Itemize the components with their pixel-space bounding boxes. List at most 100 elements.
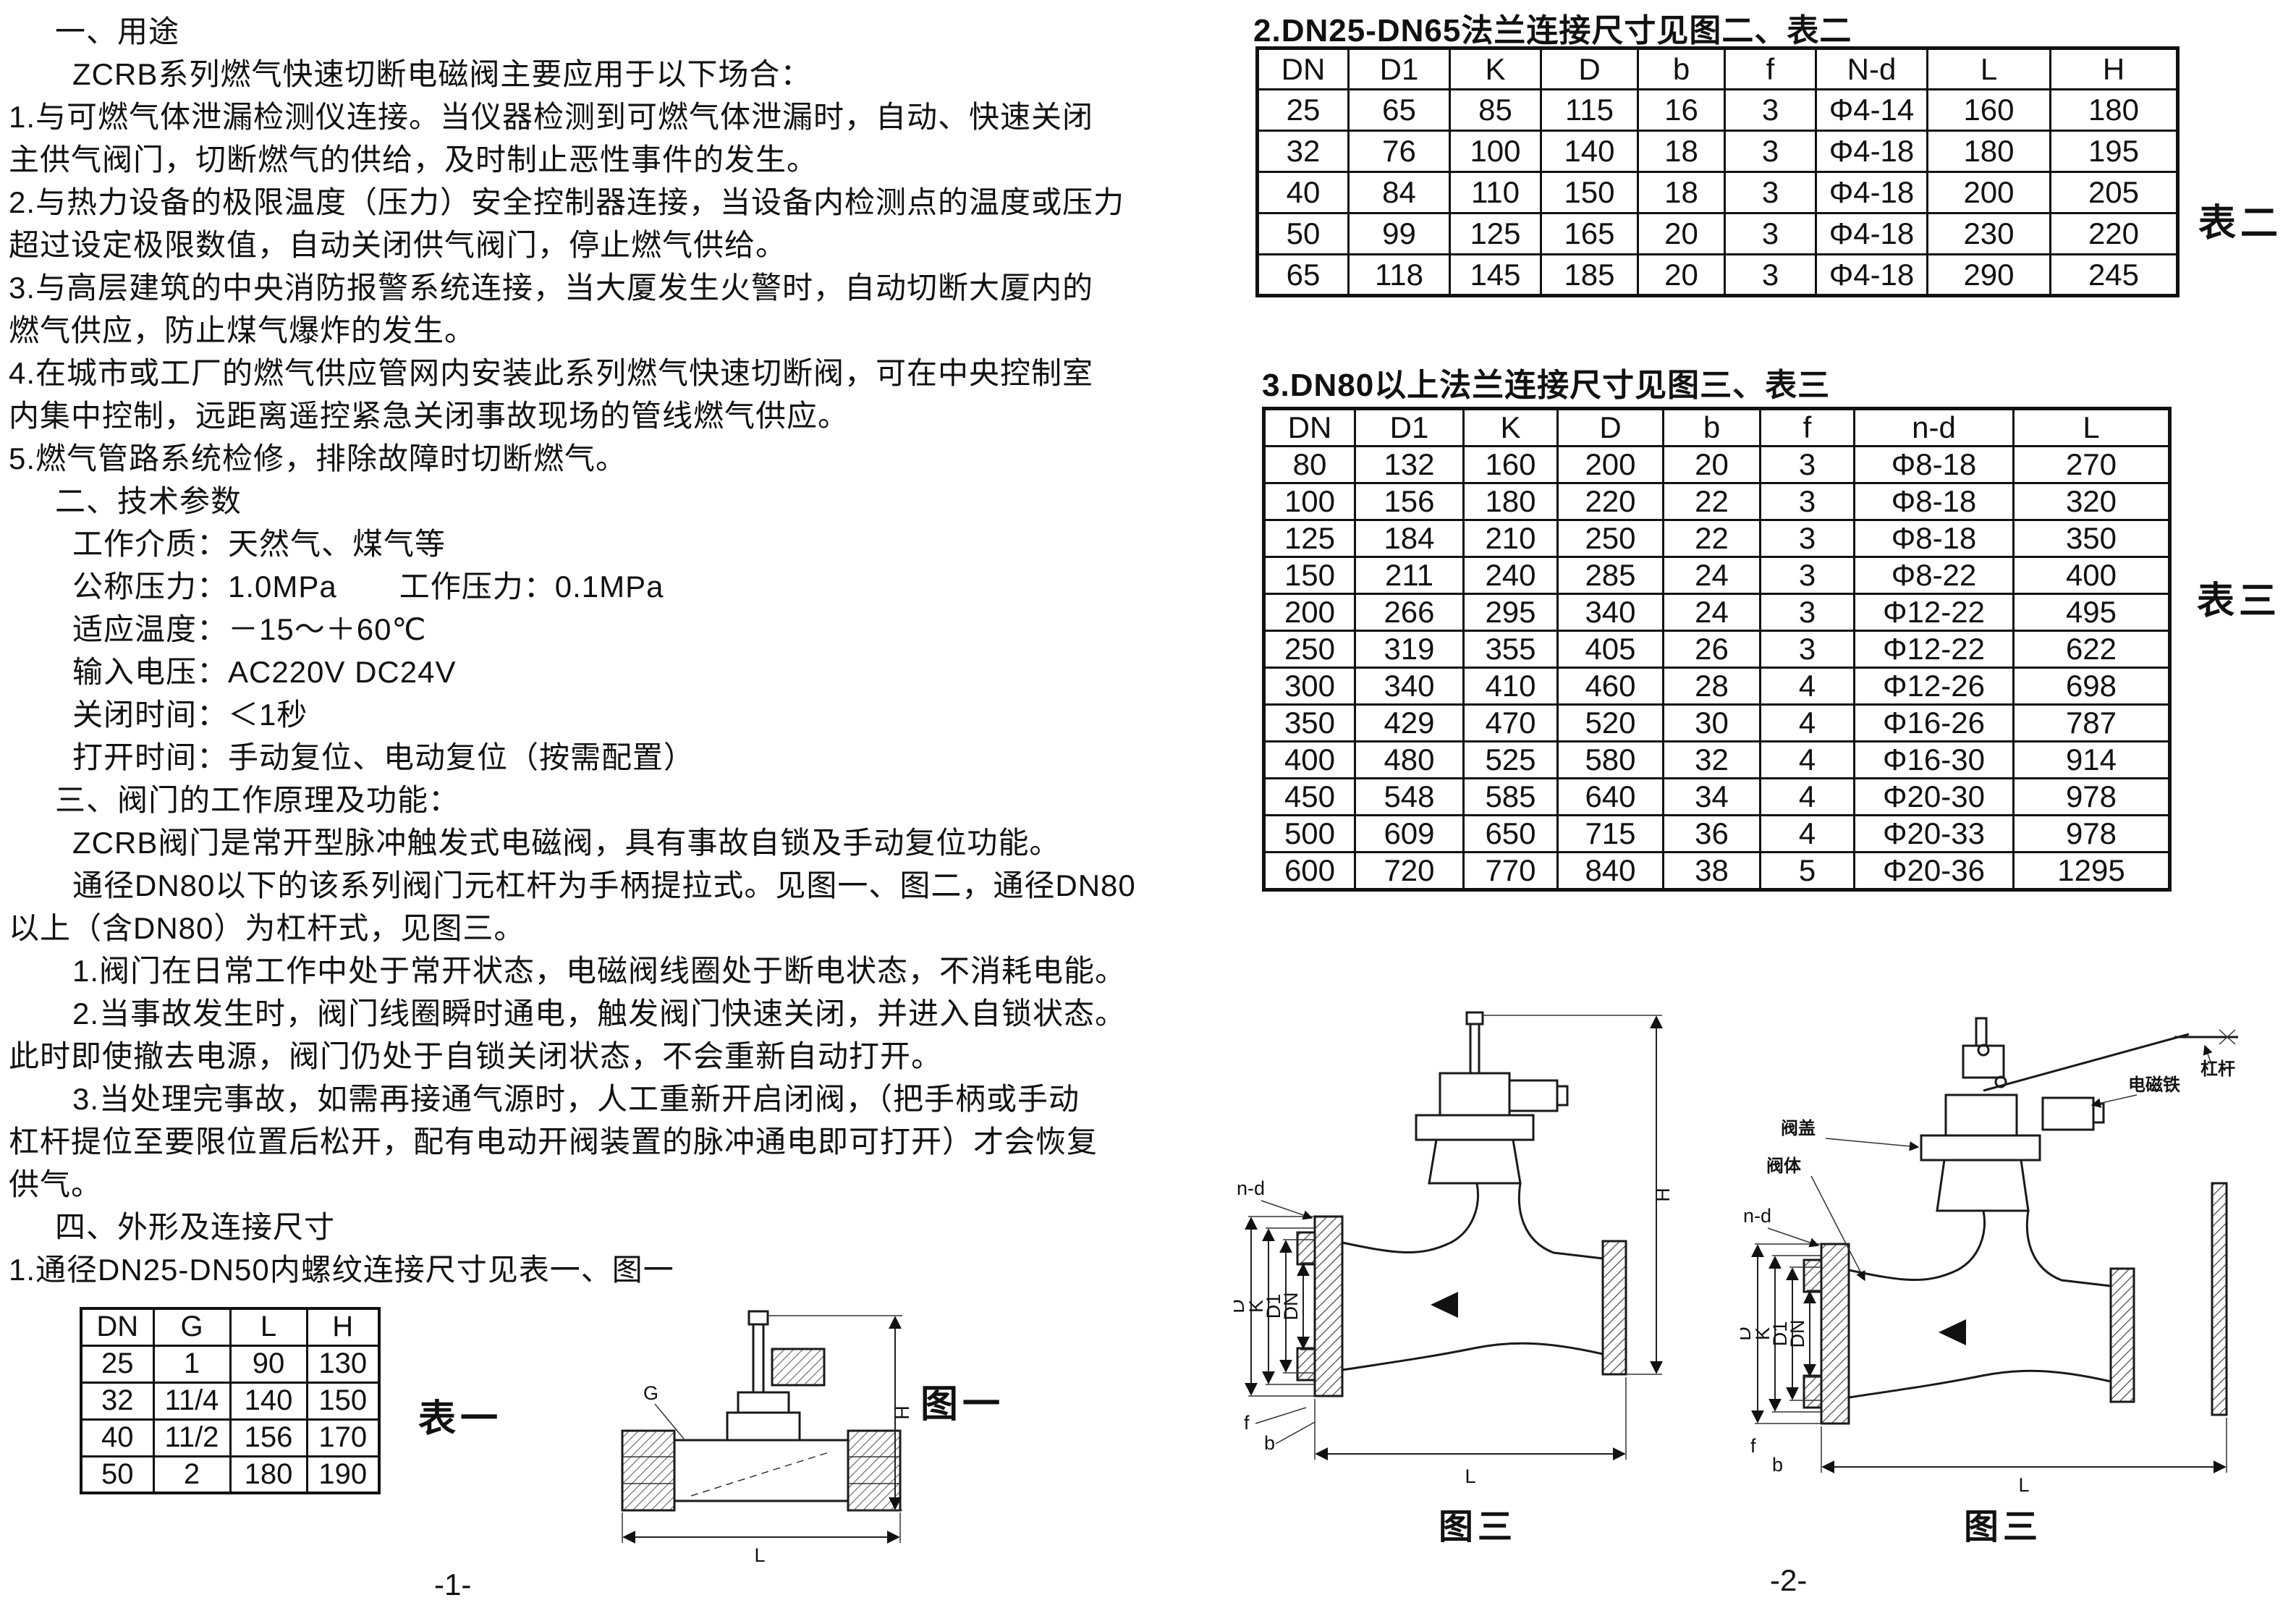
table-cell: 3 bbox=[1724, 171, 1817, 214]
table-cell: 160 bbox=[1462, 445, 1559, 484]
table-cell: 140 bbox=[1540, 130, 1639, 173]
table-cell: 40 bbox=[1256, 171, 1350, 214]
bonnet-flange bbox=[1415, 1114, 1535, 1141]
figure-right-label: 图三 bbox=[1964, 1508, 2043, 1547]
table-cell: Φ4-18 bbox=[1815, 171, 1928, 214]
table-cell: 156 bbox=[229, 1418, 308, 1458]
figure-left-label: 图三 bbox=[1439, 1508, 1517, 1547]
text-line: 杠杆提位至要限位置后松开，配有电动开阀装置的脉冲通电即可打开）才会恢复 bbox=[9, 1125, 1098, 1159]
valve-bonnet bbox=[726, 1411, 801, 1442]
table-cell: 914 bbox=[2012, 740, 2171, 779]
figure-flanged-valve-drawing-right: 电磁铁 杠杆 阀盖 阀体 bbox=[1740, 1017, 2238, 1494]
table-cell: 622 bbox=[2012, 630, 2171, 669]
table-cell: 290 bbox=[1926, 253, 2051, 297]
valve-body bbox=[673, 1439, 850, 1502]
table-cell: 250 bbox=[1556, 519, 1664, 558]
table-cell: 4 bbox=[1759, 777, 1855, 816]
table-cell: 25 bbox=[80, 1344, 155, 1384]
table-cell: 600 bbox=[1263, 851, 1356, 891]
end-flange-view bbox=[2211, 1182, 2228, 1416]
flow-arrow bbox=[1431, 1292, 1458, 1318]
table-cell: 18 bbox=[1637, 171, 1726, 214]
table-cell: 3 bbox=[1724, 212, 1817, 255]
table-cell: 118 bbox=[1347, 253, 1451, 297]
table-cell: 3 bbox=[1724, 253, 1817, 297]
table-cell: 470 bbox=[1462, 703, 1559, 743]
text-line: 2.当事故发生时，阀门线圈瞬时通电，触发阀门快速关闭，并进入自锁状态。 bbox=[72, 997, 1127, 1031]
table-cell: 3 bbox=[1759, 593, 1855, 632]
table-cell: 480 bbox=[1354, 740, 1465, 779]
table-cell: 84 bbox=[1347, 171, 1451, 214]
valve-body-label: 阀体 bbox=[1766, 1156, 1802, 1176]
figure-1-label: 图一 bbox=[920, 1384, 1005, 1426]
table-cell: 180 bbox=[2049, 88, 2179, 132]
b-dim-label: b bbox=[1264, 1432, 1275, 1454]
table-cell: 250 bbox=[1263, 630, 1356, 669]
column-header: f bbox=[1724, 47, 1817, 90]
table-cell: 770 bbox=[1462, 851, 1559, 891]
table-cell: 230 bbox=[1926, 212, 2051, 255]
column-header: K bbox=[1462, 407, 1559, 447]
table-cell: 125 bbox=[1263, 519, 1356, 558]
table-cell: 1 bbox=[152, 1344, 232, 1384]
f-dim-label: f bbox=[1750, 1435, 1756, 1457]
table-cell: Φ8-18 bbox=[1853, 482, 2015, 521]
valve-neck bbox=[1428, 1139, 1522, 1185]
table-cell: 350 bbox=[1263, 703, 1356, 743]
table-cell: 245 bbox=[2049, 253, 2179, 297]
table-cell: 99 bbox=[1347, 212, 1451, 255]
table-cell: 40 bbox=[80, 1418, 155, 1458]
bonnet-flange bbox=[1920, 1134, 2041, 1162]
table-cell: 4 bbox=[1759, 667, 1855, 706]
dimension-annotations: D K D1 DN n-d H L f b bbox=[1234, 1015, 1674, 1487]
table-cell: 184 bbox=[1354, 519, 1465, 558]
table-cell: 585 bbox=[1462, 777, 1559, 816]
table-cell: Φ4-18 bbox=[1815, 253, 1928, 297]
table-cell: 450 bbox=[1263, 777, 1356, 816]
table-cell: 350 bbox=[2012, 519, 2171, 558]
table-cell: 520 bbox=[1556, 703, 1664, 743]
table-cell: 400 bbox=[1263, 740, 1356, 779]
table-cell: 978 bbox=[2012, 814, 2171, 853]
table-cell: Φ20-33 bbox=[1853, 814, 2015, 853]
table-cell: 340 bbox=[1556, 593, 1664, 632]
solenoid-label: 电磁铁 bbox=[2128, 1075, 2180, 1095]
section-3-heading: 3.DN80以上法兰连接尺寸见图三、表三 bbox=[1262, 368, 1831, 403]
table-cell: 319 bbox=[1354, 630, 1465, 669]
table-cell: 85 bbox=[1449, 88, 1542, 132]
column-header: b bbox=[1662, 407, 1761, 447]
text-line: 工作介质：天然气、煤气等 bbox=[72, 527, 446, 561]
table-cell: 429 bbox=[1354, 703, 1465, 743]
text-line: 通径DN80以下的该系列阀门元杠杆为手柄提拉式。见图一、图二，通径DN80 bbox=[72, 868, 1136, 902]
text-line: 4.在城市或工厂的燃气供应管网内安装此系列燃气快速切断阀，可在中央控制室 bbox=[9, 356, 1094, 390]
table-cell: 787 bbox=[2012, 703, 2171, 743]
column-header: D bbox=[1540, 47, 1639, 90]
table-cell: 20 bbox=[1637, 212, 1726, 255]
k-dim-label: K bbox=[1245, 1300, 1267, 1313]
table-cell: 548 bbox=[1354, 777, 1465, 816]
table-cell: 30 bbox=[1662, 703, 1761, 743]
table-cell: 5 bbox=[1759, 851, 1855, 891]
column-header: D1 bbox=[1354, 407, 1465, 447]
lever-arm bbox=[1983, 1033, 2190, 1092]
table-cell: Φ8-18 bbox=[1853, 519, 2015, 558]
table-cell: 38 bbox=[1662, 851, 1761, 891]
table-cell: 170 bbox=[305, 1418, 381, 1458]
text-line: 适应温度：－15～＋60℃ bbox=[72, 612, 427, 646]
table-cell: 460 bbox=[1556, 667, 1664, 706]
table-cell: Φ4-18 bbox=[1815, 130, 1928, 173]
table-cell: 50 bbox=[80, 1455, 155, 1494]
left-flange bbox=[1313, 1215, 1344, 1397]
b-dim-label: b bbox=[1772, 1454, 1783, 1476]
table-1-label: 表一 bbox=[418, 1398, 503, 1440]
table-cell: 90 bbox=[229, 1344, 308, 1384]
table-cell: 28 bbox=[1662, 667, 1761, 706]
table-cell: 266 bbox=[1354, 593, 1465, 632]
table-cell: 150 bbox=[1263, 556, 1356, 595]
